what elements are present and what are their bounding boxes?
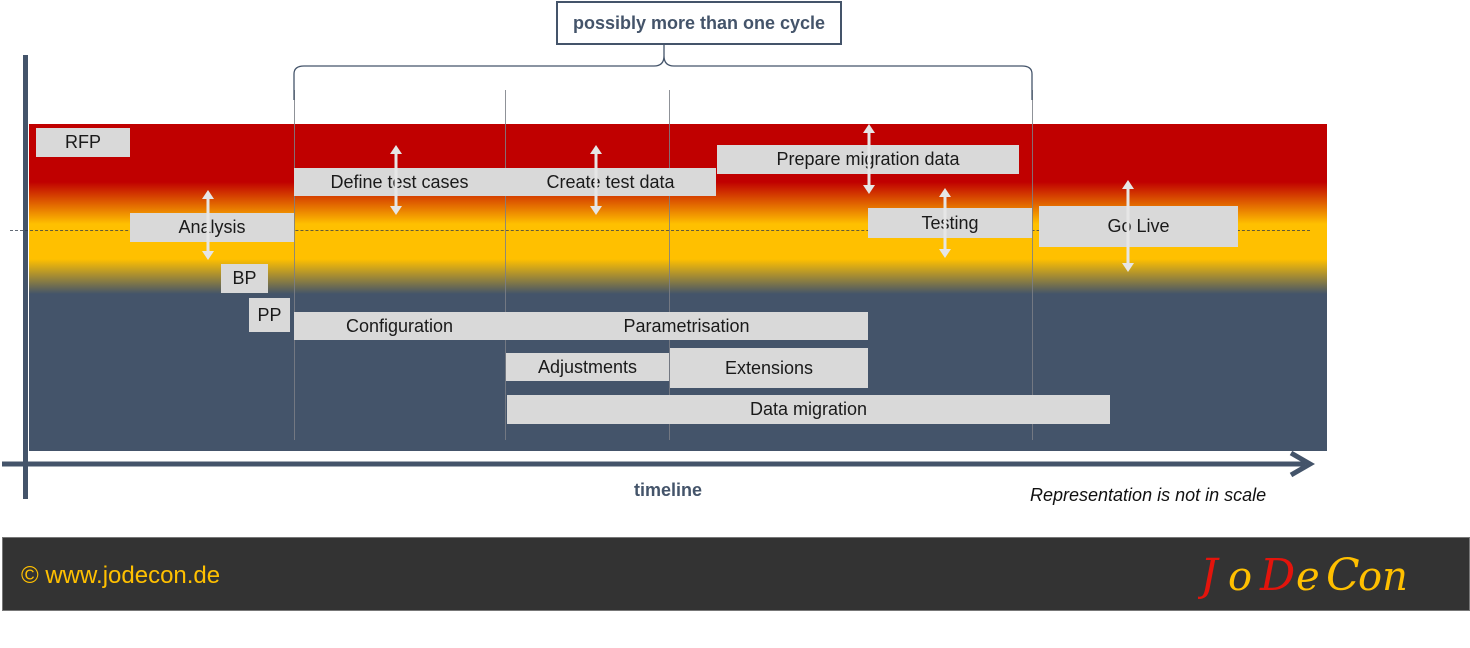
svg-text:o: o xyxy=(1228,554,1252,600)
svg-text:D: D xyxy=(1259,550,1295,601)
testing-box: Testing xyxy=(868,208,1032,238)
phase-separator xyxy=(294,90,295,440)
define-test-cases-box: Define test cases xyxy=(294,168,505,196)
phase-separator xyxy=(505,90,506,440)
phase-separator xyxy=(669,90,670,440)
go-live-double-arrow-icon xyxy=(1122,180,1134,272)
analysis-box: Analysis xyxy=(130,213,294,242)
scale-note: Representation is not in scale xyxy=(1030,485,1267,505)
timeline-axis-arrow-icon xyxy=(2,450,1315,478)
create-test-data-double-arrow-icon xyxy=(590,145,602,215)
data-migration-box: Data migration xyxy=(507,395,1110,424)
svg-text:J: J xyxy=(1198,550,1220,601)
rfp-box: RFP xyxy=(36,128,130,157)
extensions-box: Extensions xyxy=(670,348,868,388)
phase-separator xyxy=(1032,90,1033,440)
footer-bar: © www.jodecon.de J o D e C on xyxy=(2,537,1470,611)
svg-text:C: C xyxy=(1326,550,1360,601)
prepare-migration-double-arrow-icon xyxy=(863,124,875,194)
timeline-label: timeline xyxy=(633,480,703,500)
testing-double-arrow-icon xyxy=(939,188,951,258)
copyright-link[interactable]: © www.jodecon.de xyxy=(21,562,221,589)
parametrisation-box: Parametrisation xyxy=(505,312,868,340)
analysis-double-arrow-icon xyxy=(202,190,214,260)
svg-text:e: e xyxy=(1296,554,1320,600)
bp-box: BP xyxy=(221,264,268,293)
cycle-label: possibly more than one cycle xyxy=(556,1,842,45)
pp-box: PP xyxy=(249,298,290,332)
define-test-cases-double-arrow-icon xyxy=(390,145,402,215)
svg-text:on: on xyxy=(1358,554,1408,600)
cycle-brace xyxy=(293,44,1033,100)
y-axis xyxy=(23,55,28,499)
jodecon-logo: J o D e C on xyxy=(1198,550,1408,601)
go-live-box: Go Live xyxy=(1039,206,1238,247)
dashed-midline xyxy=(10,230,1310,231)
create-test-data-box: Create test data xyxy=(505,168,716,196)
configuration-box: Configuration xyxy=(294,312,505,340)
adjustments-box: Adjustments xyxy=(506,353,669,381)
